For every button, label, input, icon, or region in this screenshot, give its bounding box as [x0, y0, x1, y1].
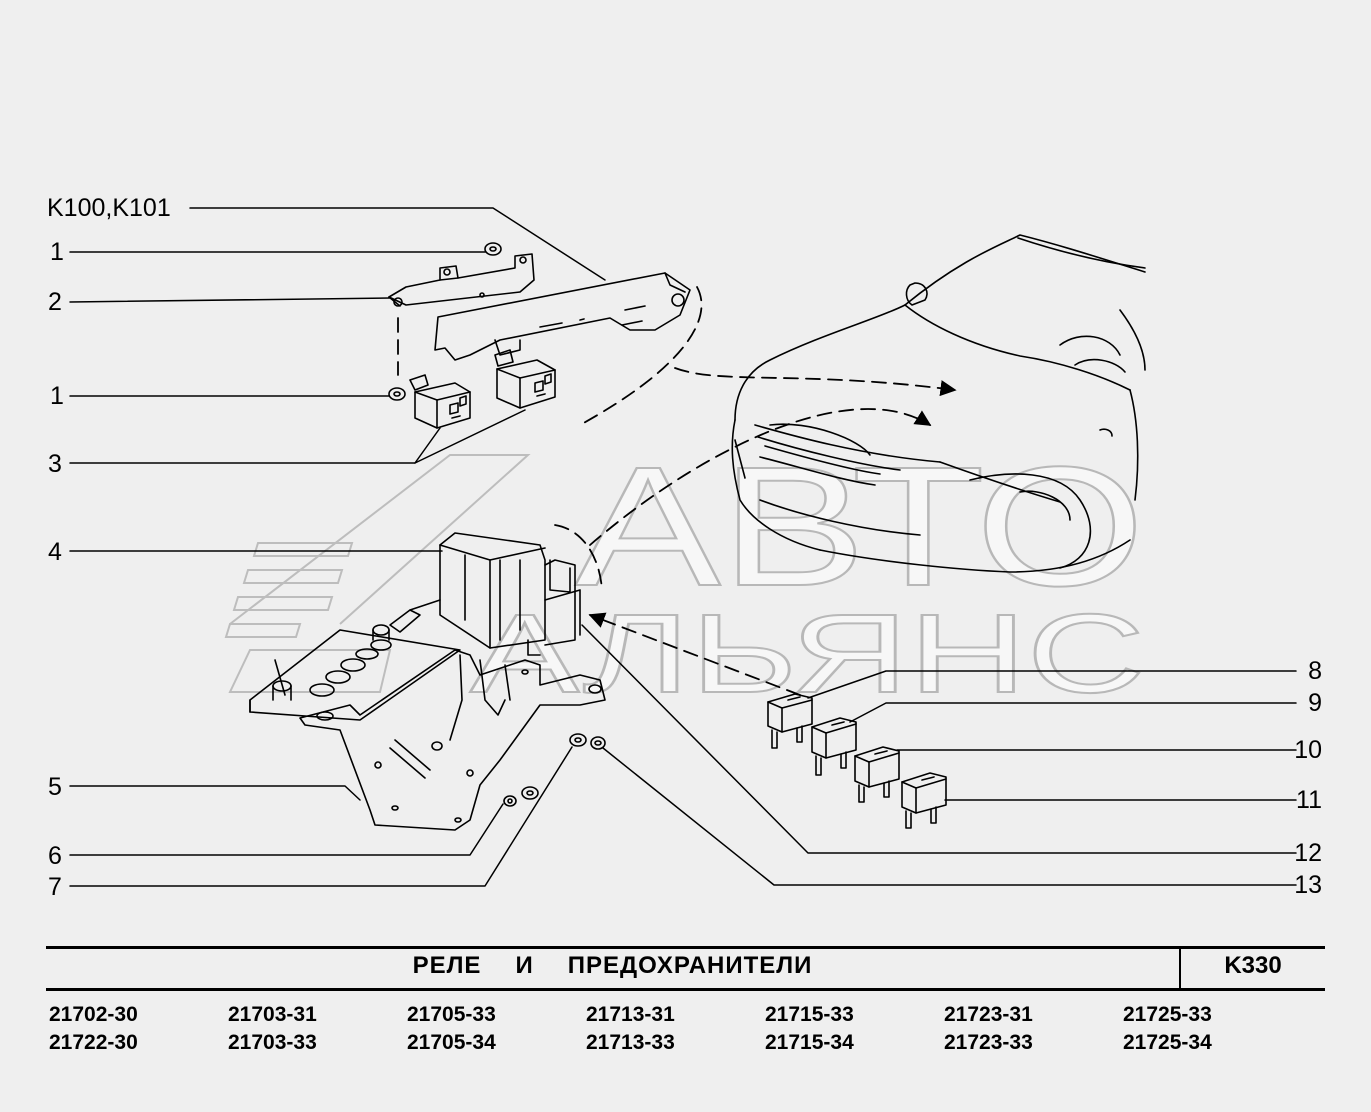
nut-top: [484, 242, 502, 256]
leader-k100: [189, 207, 606, 281]
callout-6: 6: [48, 842, 62, 870]
leader-9: [849, 702, 1297, 723]
callout-5: 5: [48, 773, 62, 801]
leader-6: [69, 803, 504, 856]
callout-k100-k101: K100,K101: [47, 194, 171, 222]
nut-7: [569, 733, 587, 747]
fuse-9: [811, 717, 857, 776]
callout-10: 10: [1294, 736, 1322, 764]
relay-bracket: [388, 253, 535, 307]
fuse-8: [767, 693, 813, 749]
leader-2: [69, 297, 391, 303]
nut-6: [521, 786, 539, 800]
main-bracket: [299, 649, 606, 831]
washer-7: [590, 736, 606, 750]
callout-13: 13: [1294, 871, 1322, 899]
leader-13: [602, 747, 1297, 886]
callout-11: 11: [1296, 786, 1322, 814]
callout-3: 3: [48, 450, 62, 478]
battery-tray: [249, 599, 461, 721]
callout-8: 8: [1308, 657, 1322, 685]
watermark-line2: АЛЬЯНС: [470, 591, 1145, 716]
relay-right: [494, 349, 556, 409]
nut-bottom: [388, 387, 406, 401]
callout-7: 7: [48, 873, 62, 901]
leader-12: [581, 624, 1297, 854]
callout-9: 9: [1308, 689, 1322, 717]
washer-6: [503, 795, 517, 807]
callout-2: 2: [48, 288, 62, 316]
leader-8: [807, 670, 1297, 699]
fuse-11: [901, 772, 947, 829]
dashed-arrows: [397, 286, 957, 696]
car-outline-illustration: [731, 234, 1146, 573]
leader-lines: [69, 207, 1297, 887]
callout-12: 12: [1294, 839, 1322, 867]
watermark-stripes: [224, 454, 531, 693]
fuse-10: [854, 746, 900, 803]
leader-7: [69, 746, 573, 887]
callout-1-bottom: 1: [50, 382, 64, 410]
leader-5: [69, 785, 361, 801]
callout-1-top: 1: [50, 238, 64, 266]
leader-3b: [414, 409, 526, 464]
fuse-block: [439, 532, 581, 656]
relay-left: [409, 374, 471, 429]
callout-4: 4: [48, 538, 62, 566]
mounting-rail: [434, 272, 691, 361]
leader-3: [69, 427, 441, 464]
